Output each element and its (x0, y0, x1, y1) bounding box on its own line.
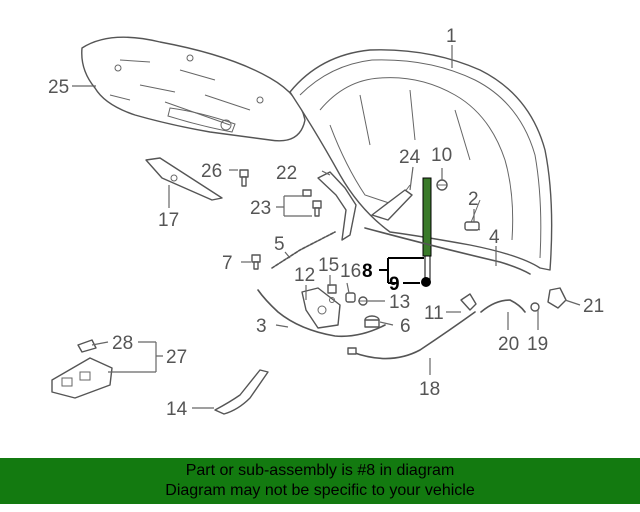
callout-1: 1 (446, 26, 457, 47)
bumper-6[interactable] (364, 315, 380, 328)
callout-18: 18 (419, 379, 440, 400)
callout-13: 13 (389, 292, 410, 313)
callout-16: 16 (340, 261, 361, 282)
callout-24: 24 (399, 147, 421, 168)
release-cable-18[interactable] (351, 311, 476, 360)
parts-diagram: 1 2 3 4 5 6 7 8 9 10 11 12 13 14 15 16 1… (48, 26, 604, 420)
hood-panel[interactable] (289, 49, 553, 271)
bracket-21[interactable] (547, 287, 567, 309)
callout-14: 14 (166, 399, 188, 420)
callout-28: 28 (112, 333, 133, 354)
cable-end-19[interactable] (530, 302, 540, 312)
callout-23: 23 (250, 198, 271, 219)
hood-weatherstrip[interactable] (364, 227, 531, 275)
callout-4: 4 (489, 227, 500, 248)
prop-rod-bracket[interactable] (371, 189, 413, 221)
bolt-23[interactable] (302, 189, 322, 217)
callout-8: 8 (362, 261, 373, 282)
callout-22: 22 (276, 163, 297, 184)
clip-15[interactable] (327, 284, 337, 294)
callout-3: 3 (256, 316, 267, 337)
callout-12: 12 (294, 265, 315, 286)
hood-insulator-pad[interactable] (81, 36, 306, 142)
release-cable-3[interactable] (257, 289, 386, 338)
release-lever[interactable] (214, 369, 269, 415)
bolt-26[interactable] (239, 169, 249, 187)
bracket-17[interactable] (145, 157, 223, 201)
bolt-7[interactable] (251, 254, 261, 270)
hood-hinge[interactable] (317, 171, 357, 241)
hood-bumper[interactable] (464, 221, 480, 231)
hood-latch[interactable] (301, 287, 341, 329)
callout-10: 10 (431, 145, 452, 166)
cable-20[interactable] (480, 299, 526, 313)
leader-lines (72, 45, 581, 409)
info-banner: Part or sub-assembly is #8 in diagram Di… (0, 458, 640, 504)
callout-20: 20 (498, 334, 519, 355)
callout-26: 26 (201, 161, 222, 182)
callout-19: 19 (527, 334, 548, 355)
callout-11: 11 (424, 303, 444, 324)
callout-labels: 1 2 3 4 5 6 7 8 9 10 11 12 13 14 15 16 1… (48, 26, 604, 420)
callout-7: 7 (222, 253, 233, 274)
callout-9: 9 (389, 274, 400, 295)
callout-2: 2 (468, 189, 479, 210)
banner-line-2: Diagram may not be specific to your vehi… (165, 482, 475, 499)
callout-5: 5 (274, 234, 285, 255)
callout-27: 27 (166, 347, 187, 368)
latch-assembly[interactable] (51, 339, 113, 399)
bolt-13[interactable] (358, 296, 368, 306)
release-handle[interactable] (460, 293, 477, 311)
hinge-seal-strip[interactable] (271, 231, 336, 269)
clip-16[interactable] (345, 292, 356, 303)
hood-clip[interactable] (436, 179, 448, 191)
hood-lift-support[interactable] (421, 177, 432, 287)
callout-17: 17 (158, 210, 179, 231)
callout-21: 21 (583, 296, 604, 317)
banner-line-1: Part or sub-assembly is #8 in diagram (185, 462, 455, 479)
callout-25: 25 (48, 77, 69, 98)
callout-15: 15 (318, 255, 339, 276)
callout-6: 6 (400, 316, 411, 337)
